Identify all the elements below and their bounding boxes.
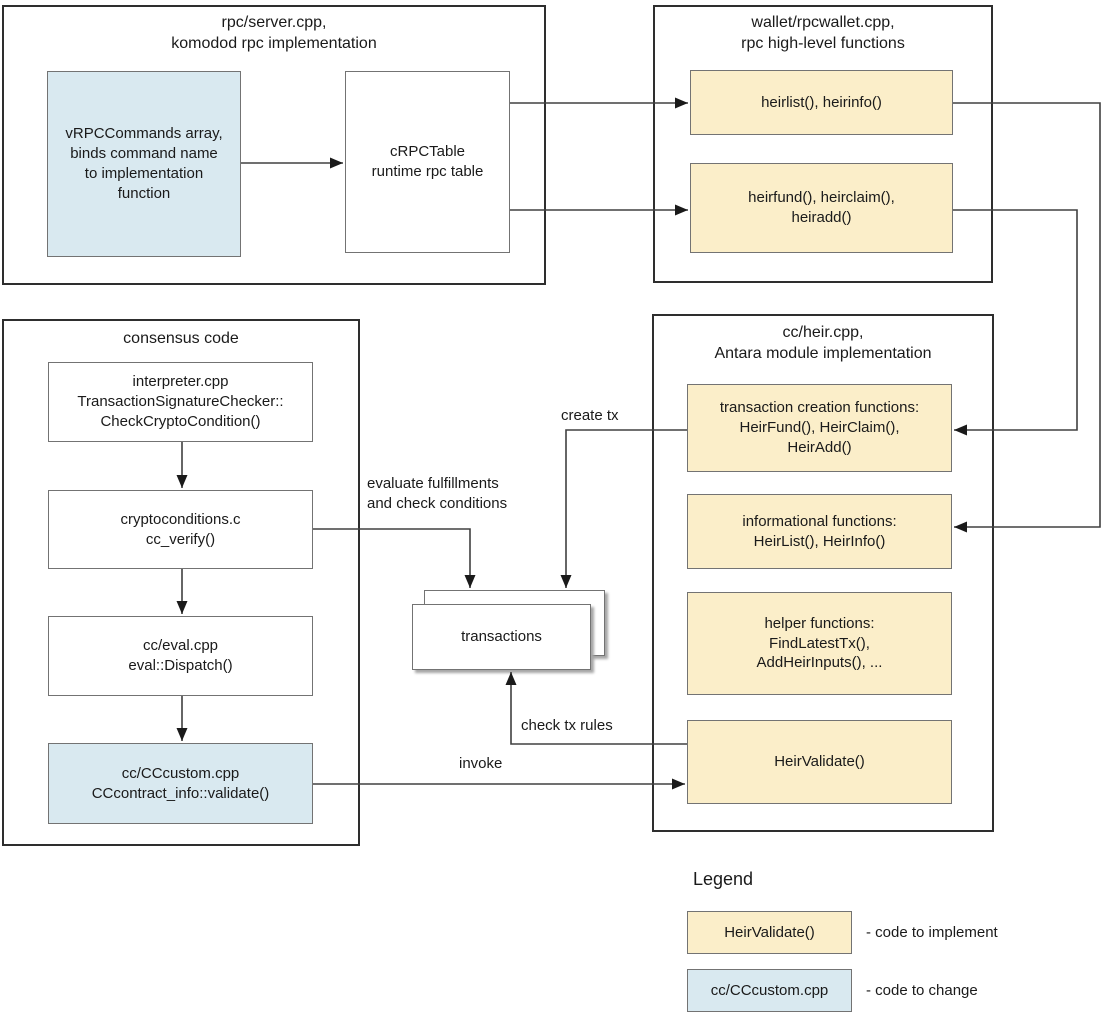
box-heirvalidate: HeirValidate() [687, 720, 952, 804]
box-cryptoconditions: cryptoconditions.c cc_verify() [48, 490, 313, 569]
legend-label-change: - code to change [866, 982, 978, 999]
legend-swatch-implement: HeirValidate() [687, 911, 852, 954]
group-wallet-rpcwallet-title: wallet/rpcwallet.cpp, rpc high-level fun… [741, 14, 905, 53]
box-vrpccommands: vRPCCommands array, binds command name t… [47, 71, 241, 257]
box-crpctable: cRPCTable runtime rpc table [345, 71, 510, 253]
group-rpc-server [2, 5, 546, 285]
edge-label-invoke: invoke [459, 755, 503, 772]
box-heirlist-heirinfo: heirlist(), heirinfo() [690, 70, 953, 135]
edge-label-check-tx-rules: check tx rules [521, 717, 613, 734]
legend-title: Legend [693, 869, 754, 889]
group-rpc-server-title: rpc/server.cpp, komodod rpc implementati… [171, 14, 377, 53]
group-consensus-code-title: consensus code [123, 330, 239, 347]
edge-label-evaluate-fulfillments: evaluate fulfillments and check conditio… [367, 475, 508, 512]
legend-row-implement: HeirValidate() - code to implement [687, 911, 998, 954]
box-informational-functions: informational functions: HeirList(), Hei… [687, 494, 952, 569]
box-helper-functions: helper functions: FindLatestTx(), AddHei… [687, 592, 952, 695]
box-tx-creation-functions: transaction creation functions: HeirFund… [687, 384, 952, 472]
box-transactions-front: transactions [412, 604, 591, 670]
box-cccustom: cc/CCcustom.cpp CCcontract_info::validat… [48, 743, 313, 824]
box-heirfund-heirclaim-heiradd: heirfund(), heirclaim(), heiradd() [690, 163, 953, 253]
legend-label-implement: - code to implement [866, 924, 998, 941]
box-interpreter: interpreter.cpp TransactionSignatureChec… [48, 362, 313, 442]
legend-swatch-change: cc/CCcustom.cpp [687, 969, 852, 1012]
group-cc-heir-title: cc/heir.cpp, Antara module implementatio… [714, 324, 932, 363]
box-cc-eval: cc/eval.cpp eval::Dispatch() [48, 616, 313, 696]
edge-label-create-tx: create tx [561, 407, 619, 424]
legend-row-change: cc/CCcustom.cpp - code to change [687, 969, 978, 1012]
